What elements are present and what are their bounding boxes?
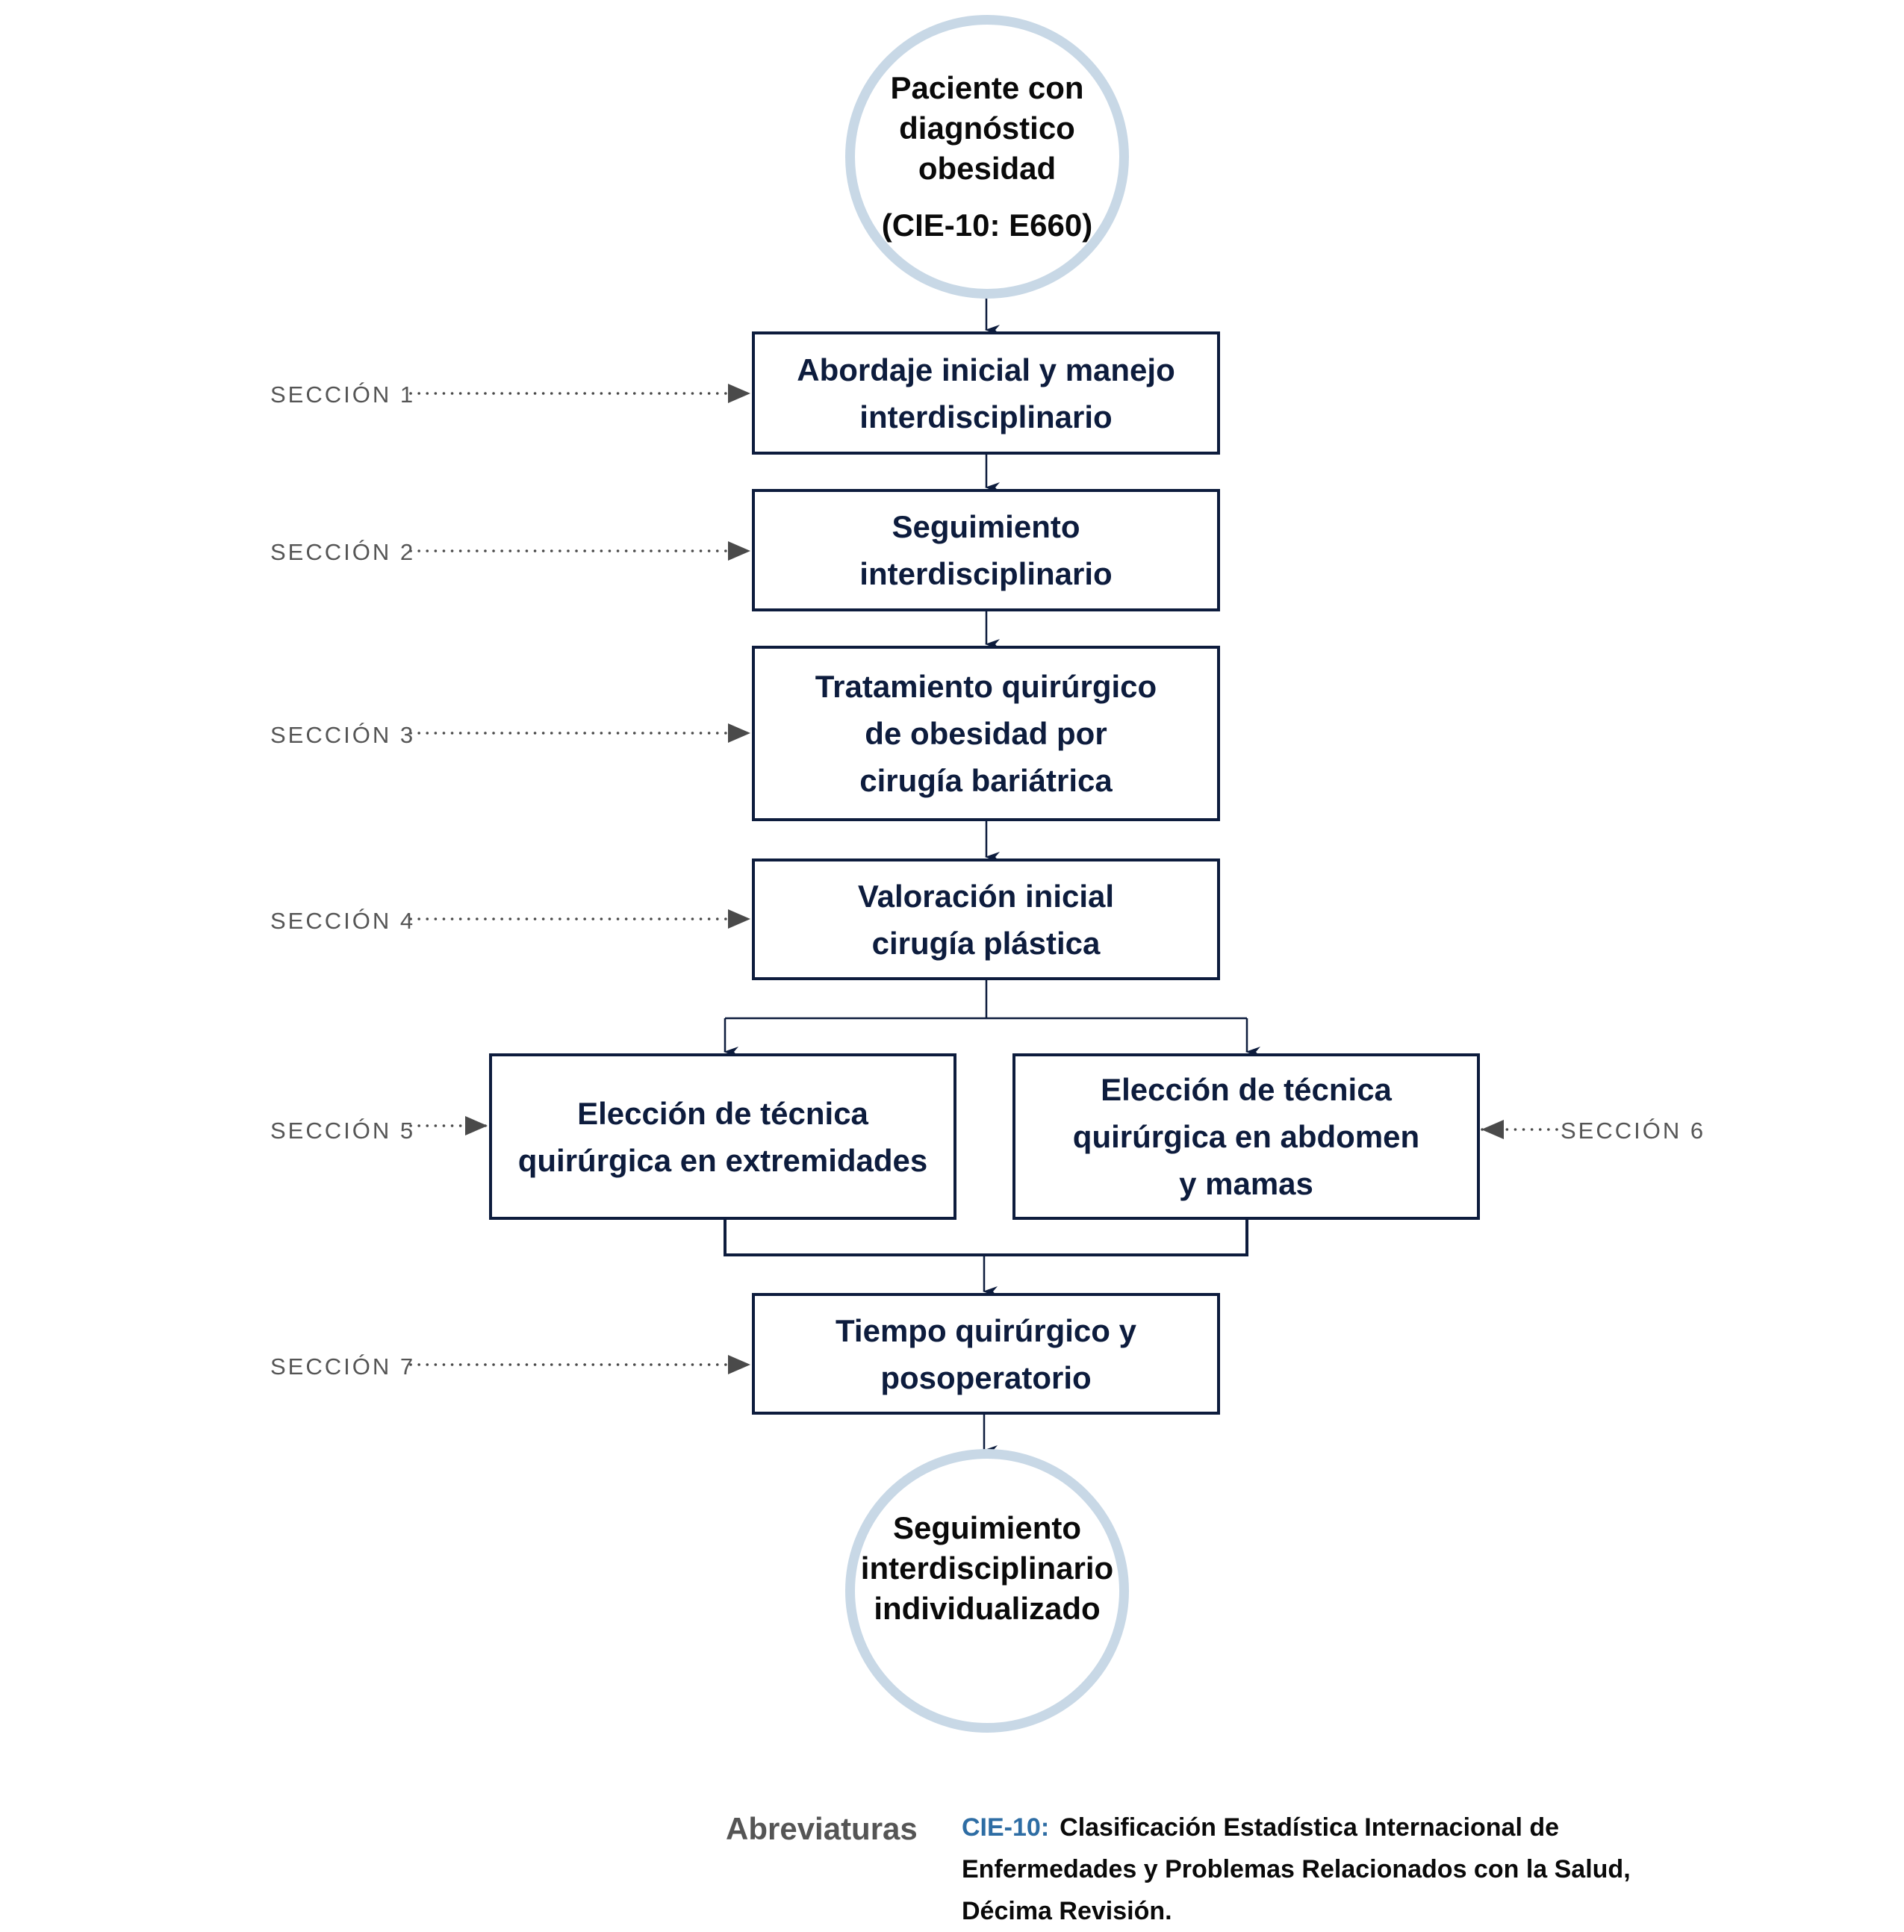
step-label: Elección de técnica quirúrgica en abdome…	[1072, 1072, 1420, 1201]
start-node-code: (CIE-10: E660)	[881, 208, 1093, 243]
abbreviation-definition: Clasificación Estadística Internacional …	[962, 1813, 1631, 1925]
section-label-4: SECCIÓN 4	[270, 908, 416, 934]
step-surgery-postop: Tiempo quirúrgico y posoperatorio	[752, 1293, 1220, 1415]
step-label: Elección de técnica quirúrgica en extrem…	[517, 1095, 928, 1178]
step-initial-approach: Abordaje inicial y manejo interdisciplin…	[752, 331, 1220, 455]
step-label: Tiempo quirúrgico y posoperatorio	[836, 1312, 1136, 1395]
section-label-2: SECCIÓN 2	[270, 539, 416, 565]
step-plastic-surgery-assessment: Valoración inicial cirugía plástica	[752, 859, 1220, 980]
end-node-label: Seguimiento interdisciplinario individua…	[860, 1510, 1114, 1626]
end-node: Seguimiento interdisciplinario individua…	[845, 1449, 1129, 1733]
abbreviation-item: CIE-10:Clasificación Estadística Interna…	[962, 1807, 1716, 1932]
section-label-1: SECCIÓN 1	[270, 381, 416, 408]
abbreviations-title: Abreviaturas	[726, 1811, 918, 1846]
section-label-6: SECCIÓN 6	[1561, 1118, 1706, 1144]
step-label: Valoración inicial cirugía plástica	[857, 878, 1115, 961]
step-label: Seguimiento interdisciplinario	[859, 509, 1113, 591]
section-label-3: SECCIÓN 3	[270, 722, 416, 748]
step-technique-abdomen-breasts: Elección de técnica quirúrgica en abdome…	[1012, 1053, 1480, 1220]
step-follow-up: Seguimiento interdisciplinario	[752, 489, 1220, 611]
section-label-7: SECCIÓN 7	[270, 1353, 416, 1380]
step-label: Tratamiento quirúrgico de obesidad por c…	[815, 669, 1157, 798]
abbreviation-key: CIE-10:	[962, 1813, 1050, 1842]
section-label-5: SECCIÓN 5	[270, 1118, 416, 1144]
step-label: Abordaje inicial y manejo interdisciplin…	[797, 352, 1175, 434]
start-node: Paciente con diagnóstico obesidad (CIE-1…	[845, 15, 1129, 299]
merge-connector	[724, 1220, 1248, 1256]
start-node-label: Paciente con diagnóstico obesidad	[890, 70, 1084, 186]
step-technique-extremities: Elección de técnica quirúrgica en extrem…	[489, 1053, 956, 1220]
step-bariatric-surgery: Tratamiento quirúrgico de obesidad por c…	[752, 646, 1220, 821]
